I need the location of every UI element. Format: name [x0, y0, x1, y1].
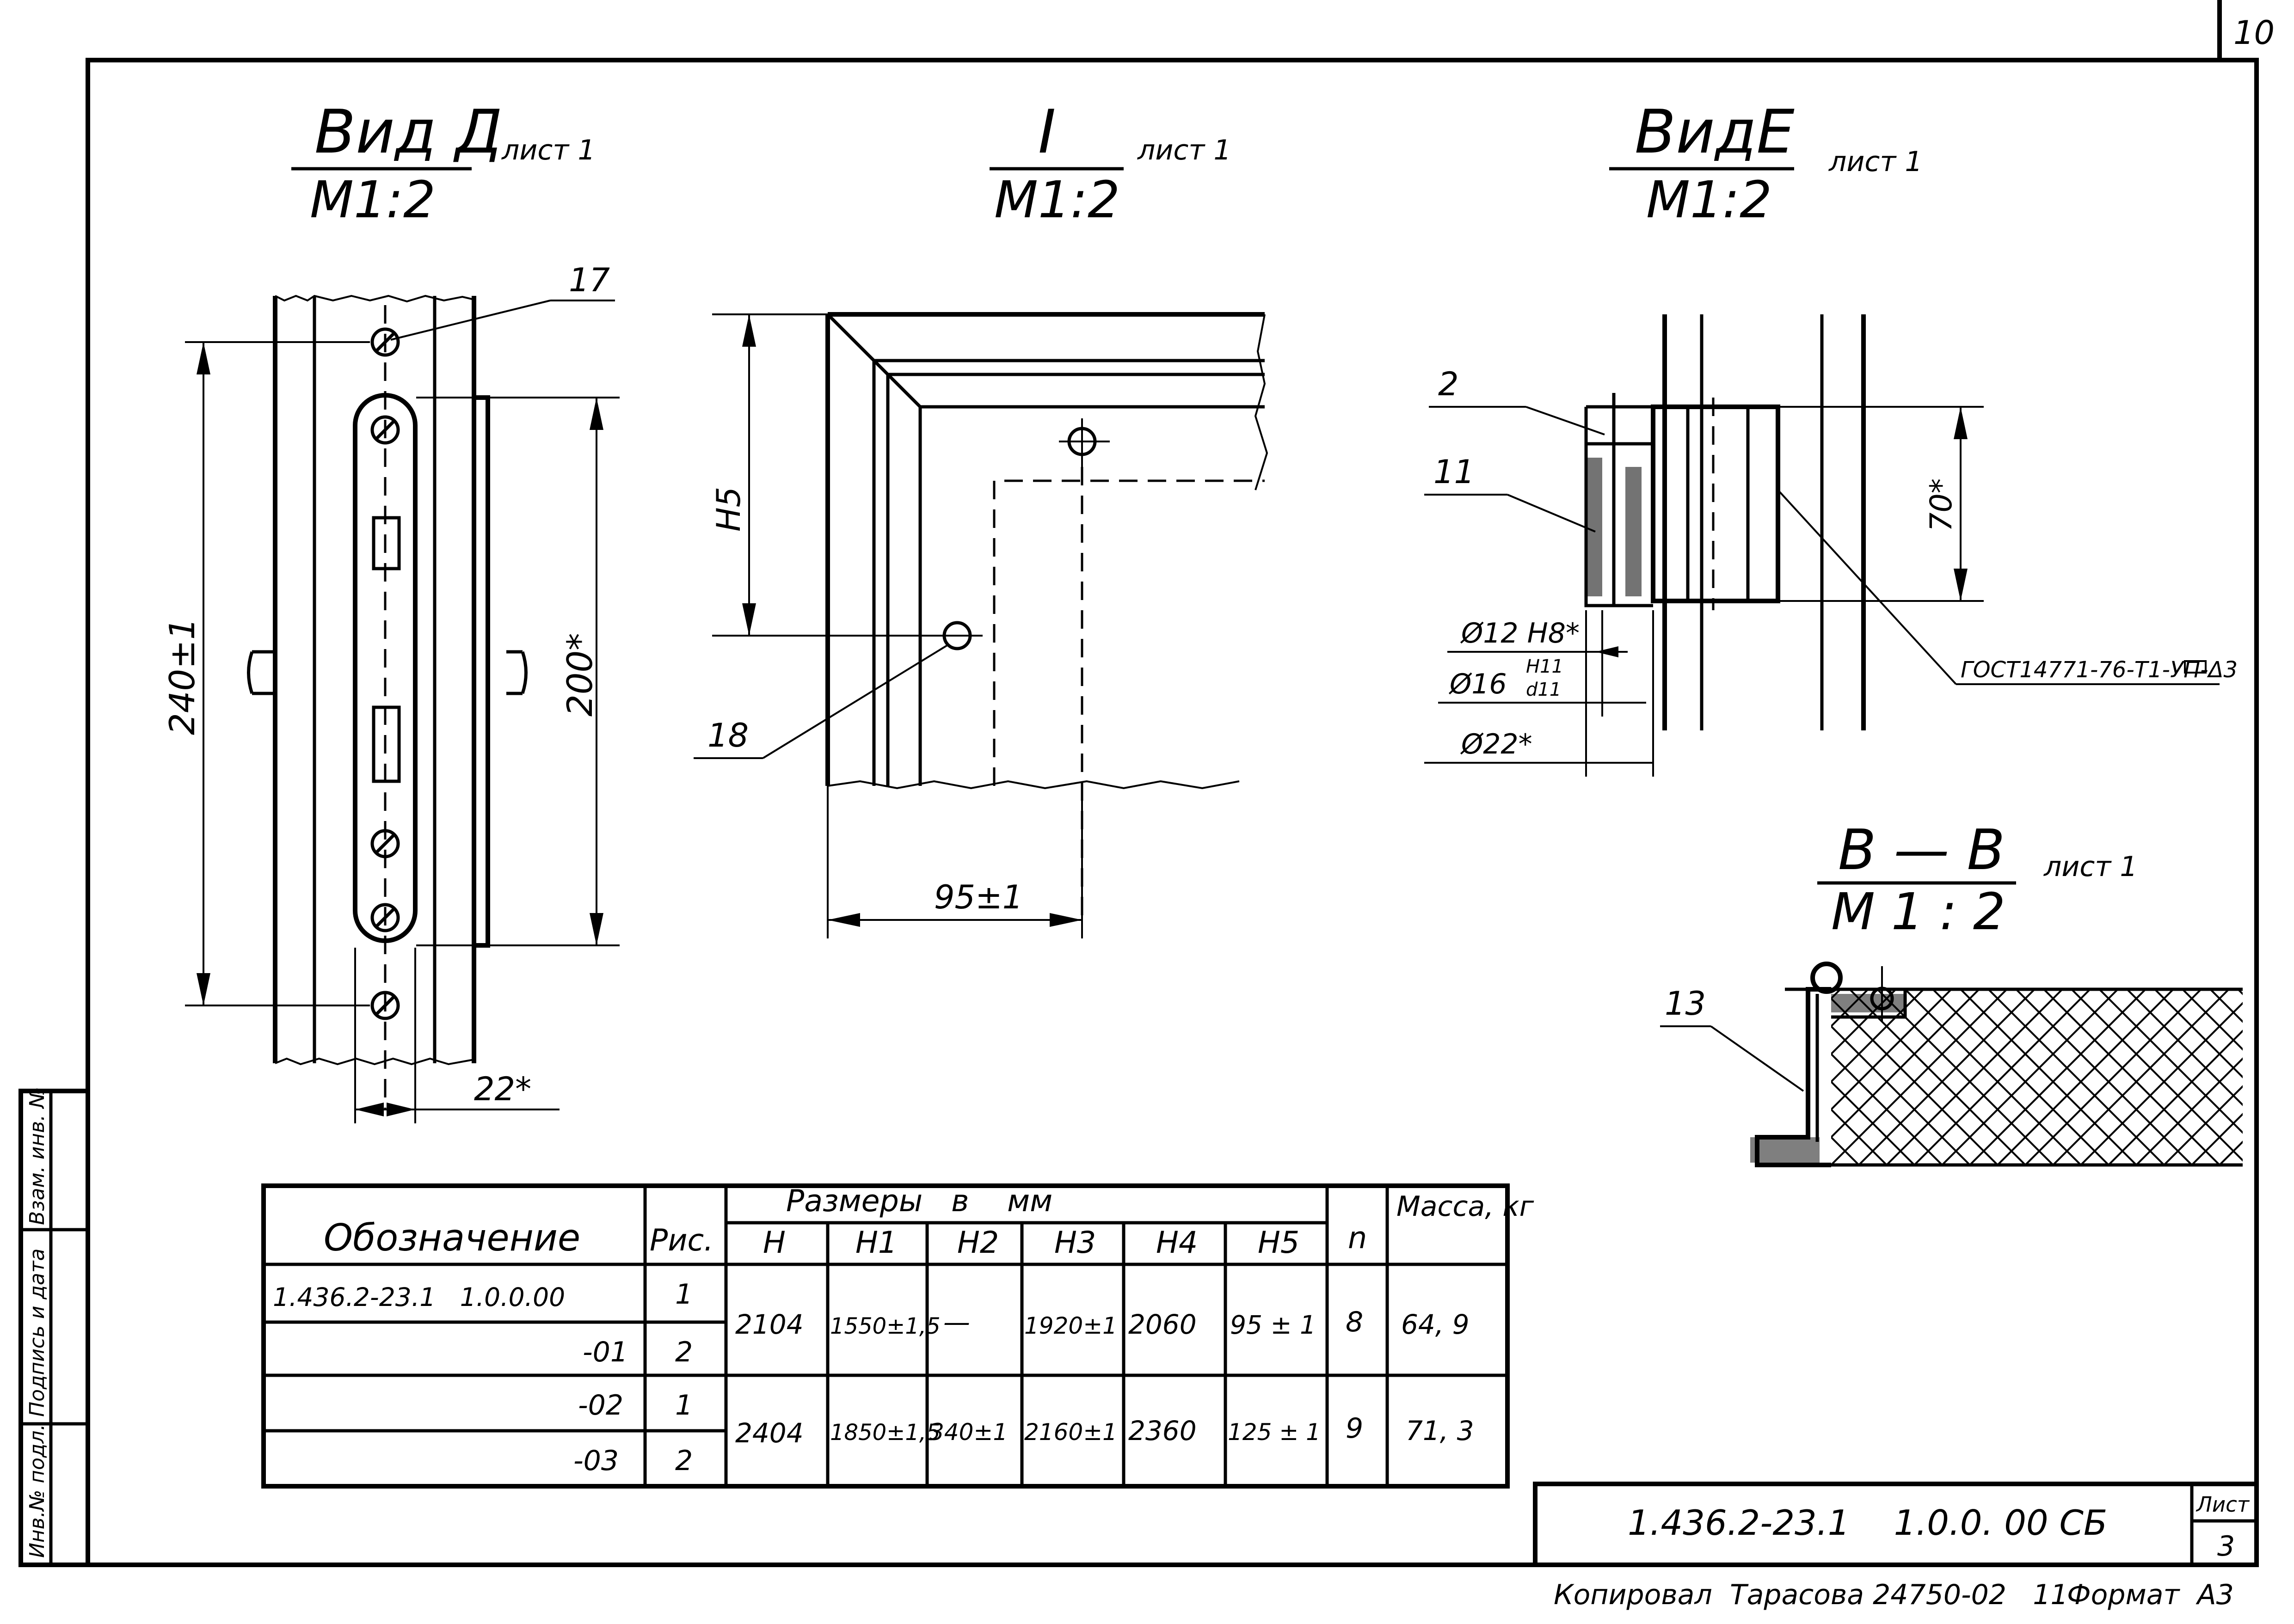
node-1: I М1:2 лист 1 Н5 18 [694, 97, 1268, 938]
table-col-mass: Масса, кг [1396, 1190, 1534, 1223]
table-row: 1.436.2-23.1 1.0.0.00 [273, 1282, 565, 1312]
view-d: Вид Д М1:2 лист 1 17 [162, 97, 620, 1123]
table-cell-h3: 2160±1 [1024, 1419, 1117, 1446]
view-d-dim-inner: 200* [560, 633, 600, 717]
view-e-scale: М1:2 [1646, 170, 1772, 229]
table-row: -03 [573, 1445, 619, 1477]
section-b-b: В — В М 1 : 2 лист 1 13 [1660, 818, 2243, 1167]
table-row: -02 [578, 1389, 623, 1422]
title-block: 1.436.2-23.1 1.0.0. 00 СБ Лист 3 [1533, 1482, 2259, 1567]
section-b-b-scale: М 1 : 2 [1831, 882, 2005, 941]
view-d-sheet-ref: лист 1 [501, 134, 596, 166]
screw-icon [370, 991, 400, 1020]
node-1-sheet-ref: лист 1 [1137, 134, 1231, 166]
table-col-h1: Н1 [855, 1226, 897, 1260]
view-d-dim-height: 240±1 [162, 618, 203, 735]
table-row-fig: 1 [675, 1278, 693, 1311]
spec-table: Обозначение Рис. Размеры в мм n Масса, к… [261, 1183, 1534, 1489]
table-row-fig: 2 [675, 1445, 693, 1477]
view-e-dim-d16: Ø16 [1448, 668, 1507, 700]
footer-copied-by: Копировал Тарасова 24750-02 11 [1554, 1579, 2068, 1611]
table-col-h3: Н3 [1054, 1226, 1096, 1260]
view-d-title: Вид Д [314, 97, 502, 167]
screw-icon [370, 829, 400, 858]
table-group-sizes: Размеры в мм [786, 1184, 1052, 1219]
stamp-label-signature: Подпись и дата [25, 1249, 49, 1417]
hole-icon [1059, 418, 1110, 467]
table-cell-n: 8 [1346, 1306, 1363, 1338]
screw-icon [370, 327, 400, 357]
table-cell-h1: 1550±1,5 [830, 1313, 941, 1339]
table-cell-h2: — [943, 1306, 970, 1338]
table-col-h: Н [763, 1226, 786, 1260]
view-d-scale: М1:2 [310, 170, 436, 229]
table-col-h2: Н2 [957, 1226, 999, 1260]
view-d-callout: 17 [569, 261, 610, 299]
screw-icon [370, 903, 400, 932]
table-col-h4: Н4 [1156, 1226, 1198, 1260]
sheet-number-top: 10 [2233, 14, 2275, 52]
node-1-dim-h5: Н5 [710, 487, 748, 532]
table-cell-mass: 64, 9 [1401, 1309, 1470, 1340]
table-col-h5: Н5 [1258, 1226, 1299, 1260]
title-sheet-label: Лист [2196, 1492, 2250, 1517]
weld-symbol-icon [2184, 660, 2207, 674]
table-cell-h: 2404 [735, 1417, 804, 1449]
footer-format: Формат А3 [2067, 1579, 2234, 1611]
stamp-label-replaced: Взам. инв. № [25, 1087, 49, 1225]
table-cell-h: 2104 [735, 1309, 804, 1340]
view-e-dim-d16-fit-top: H11 [1526, 656, 1563, 677]
table-row-fig: 2 [675, 1336, 693, 1368]
view-e-dim-d22: Ø22* [1460, 728, 1532, 760]
table-cell-n: 9 [1346, 1412, 1363, 1445]
section-b-b-callout: 13 [1665, 985, 1706, 1023]
table-col-n: n [1348, 1221, 1367, 1256]
title-designation: 1.436.2-23.1 1.0.0. 00 СБ [1628, 1502, 2107, 1543]
table-col-fig: Рис. [650, 1223, 713, 1258]
table-cell-h5: 95 ± 1 [1230, 1310, 1316, 1340]
section-b-b-sheet-ref: лист 1 [2043, 851, 2138, 883]
view-e-callout-11: 11 [1433, 453, 1475, 491]
table-row: -01 [583, 1336, 628, 1368]
screw-icon [370, 415, 400, 445]
view-e-title: ВидЕ [1635, 97, 1795, 167]
node-1-title: I [1038, 97, 1056, 167]
node-1-scale: М1:2 [994, 170, 1120, 229]
table-row-fig: 1 [675, 1389, 693, 1422]
node-1-dim-width: 95±1 [934, 878, 1023, 916]
table-cell-h4: 2060 [1128, 1309, 1197, 1340]
table-cell-h5: 125 ± 1 [1228, 1419, 1321, 1446]
view-d-dim-width: 22* [474, 1070, 531, 1108]
view-e: ВидЕ М1:2 лист 1 2 11 70* [1424, 97, 2238, 777]
title-sheet-no: 3 [2217, 1530, 2235, 1563]
table-cell-h3: 1920±1 [1024, 1312, 1117, 1339]
node-1-callout: 18 [707, 717, 749, 754]
table-cell-h2: 340±1 [929, 1419, 1008, 1446]
table-cell-h1: 1850±1,5 [830, 1420, 941, 1446]
view-e-callout-2: 2 [1438, 365, 1459, 403]
view-e-dim-70: 70* [1924, 478, 1959, 532]
table-cell-h4: 2360 [1128, 1415, 1197, 1446]
view-e-sheet-ref: лист 1 [1828, 146, 1923, 178]
view-e-dim-d12: Ø12 H8* [1460, 617, 1580, 650]
stamp-label-inventory: Инв.№ подл. [25, 1424, 49, 1558]
table-col-designation: Обозначение [324, 1216, 580, 1259]
table-cell-mass: 71, 3 [1406, 1415, 1474, 1446]
view-e-dim-d16-fit-bottom: d11 [1526, 679, 1561, 700]
section-b-b-title: В — В [1838, 818, 2005, 882]
